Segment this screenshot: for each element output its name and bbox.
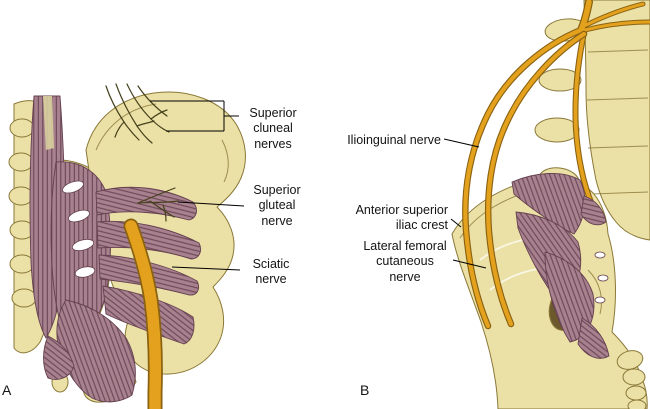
panel-b-leader-lines: [443, 138, 487, 269]
superior-gluteal-nerve-graphic: [137, 187, 179, 222]
sacroiliac-muscles: [511, 172, 610, 359]
label-superior-gluteal-nerve: Superior gluteal nerve: [253, 183, 301, 228]
label-lateral-femoral-cutaneous-nerve: Lateral femoral cutaneous nerve: [363, 239, 447, 284]
label-ilioinguinal-nerve: Ilioinguinal nerve: [347, 133, 441, 147]
sciatic-nerve-graphic: [123, 218, 163, 409]
ilioinguinal-nerve-graphic: [462, 0, 650, 330]
label-anterior-superior-iliac-crest: Anterior superior iliac crest: [355, 203, 448, 233]
sacral-foramina: [62, 180, 96, 278]
panel-letter-b: B: [360, 382, 370, 398]
panel-b-art: [443, 0, 650, 409]
label-sciatic-nerve: Sciatic nerve: [252, 257, 290, 287]
lateral-femoral-cutaneous-nerve-graphic: [484, 30, 588, 328]
label-superior-cluneal-nerves: Superior cluneal nerves: [249, 106, 297, 151]
panel-a-art: [8, 83, 246, 409]
genitofemoral-nerve-graphic: [572, 25, 595, 208]
panel-letter-a: A: [2, 382, 12, 398]
superior-cluneal-nerves-graphic: [105, 83, 170, 144]
panel-a-leader-lines: [150, 100, 245, 271]
